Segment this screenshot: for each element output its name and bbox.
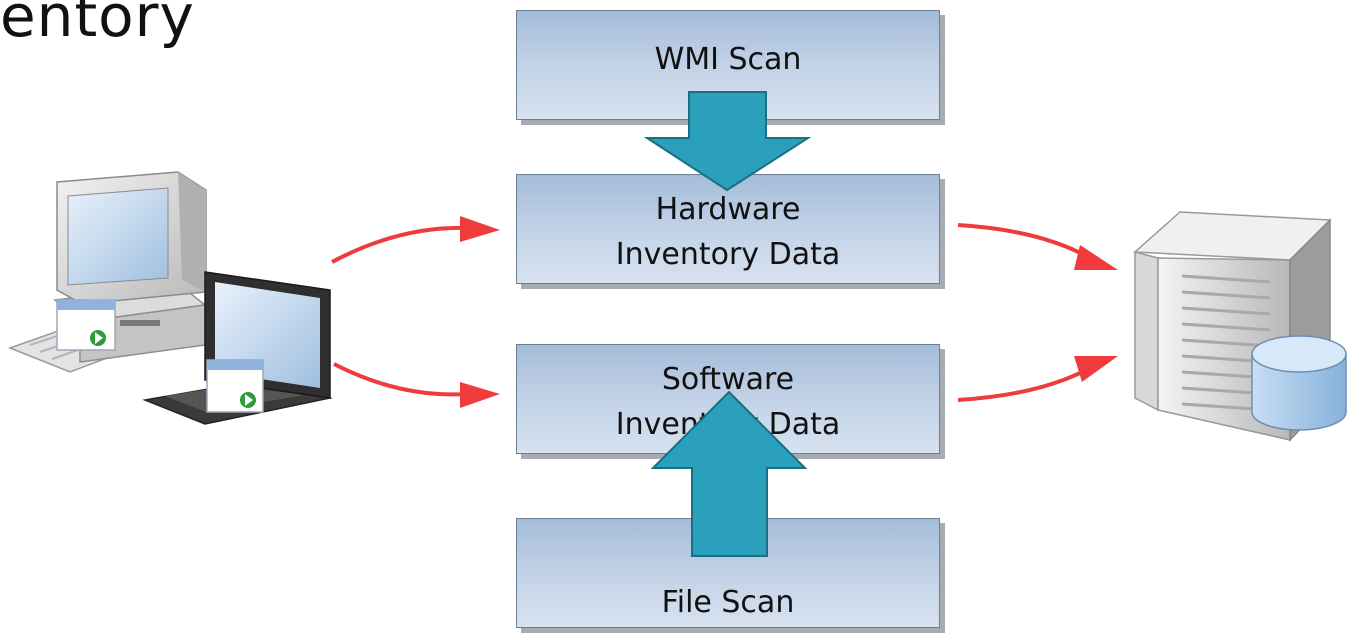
- file-scan-label: File Scan: [661, 584, 795, 620]
- slide-title: entory: [0, 0, 195, 50]
- hardware-to-server-arrow: [957, 223, 1118, 270]
- client-computers-icon: [7, 171, 333, 425]
- client-to-software-arrow: [333, 362, 500, 408]
- hardware-label-line2: Inventory Data: [615, 237, 841, 272]
- database-server-icon: [1133, 211, 1347, 442]
- file-to-software-block-arrow: [650, 390, 808, 557]
- wmi-to-hardware-block-arrow: [643, 91, 812, 192]
- software-to-server-arrow: [957, 356, 1118, 402]
- software-label-line1: Software: [661, 362, 795, 397]
- wmi-scan-box: WMI Scan: [516, 10, 940, 120]
- hardware-label-line1: Hardware: [655, 192, 801, 227]
- wmi-scan-label: WMI Scan: [654, 41, 802, 77]
- client-to-hardware-arrow: [331, 216, 500, 264]
